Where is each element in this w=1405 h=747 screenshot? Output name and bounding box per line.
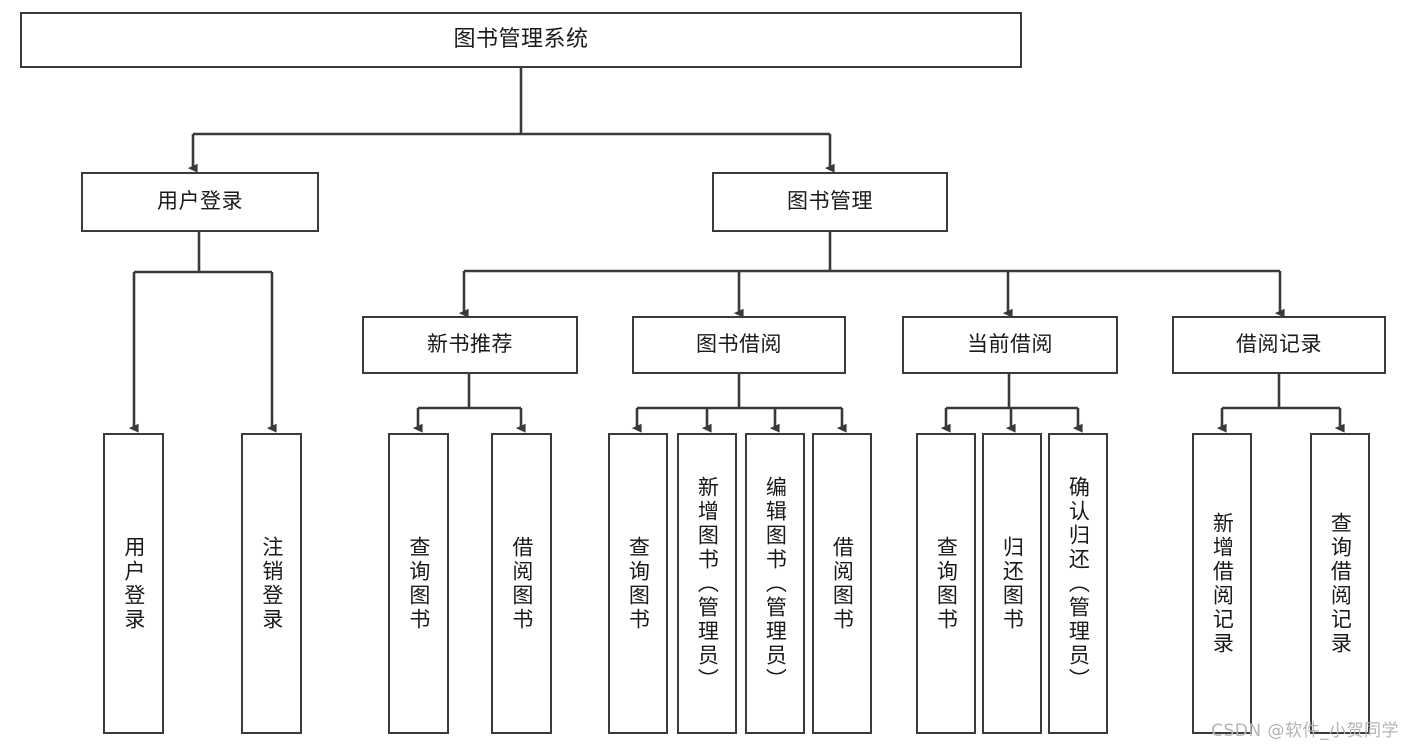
node-current-borrow-label: 当前借阅 bbox=[967, 332, 1053, 357]
node-leaf-borrow-book-1-label: 借阅图书 bbox=[509, 535, 534, 632]
node-borrow-record-label: 借阅记录 bbox=[1236, 332, 1322, 357]
node-leaf-query-book-3[interactable]: 查询图书 bbox=[916, 433, 976, 734]
node-leaf-borrow-book-2-label: 借阅图书 bbox=[830, 535, 855, 632]
node-leaf-add-record[interactable]: 新增借阅记录 bbox=[1192, 433, 1252, 734]
node-leaf-confirm-return-label: 确认归还（管理员） bbox=[1066, 475, 1091, 692]
node-new-book-recommend[interactable]: 新书推荐 bbox=[362, 316, 578, 374]
node-new-book-recommend-label: 新书推荐 bbox=[427, 332, 513, 357]
node-leaf-add-book[interactable]: 新增图书（管理员） bbox=[677, 433, 737, 734]
node-leaf-query-book-1-label: 查询图书 bbox=[406, 535, 431, 632]
node-leaf-user-login[interactable]: 用户登录 bbox=[103, 433, 164, 734]
node-leaf-return-book-label: 归还图书 bbox=[1000, 535, 1025, 632]
node-leaf-confirm-return[interactable]: 确认归还（管理员） bbox=[1048, 433, 1108, 734]
node-root[interactable]: 图书管理系统 bbox=[20, 12, 1022, 68]
node-book-borrow[interactable]: 图书借阅 bbox=[632, 316, 846, 374]
node-current-borrow[interactable]: 当前借阅 bbox=[902, 316, 1118, 374]
node-leaf-add-record-label: 新增借阅记录 bbox=[1210, 511, 1235, 656]
node-leaf-query-record-label: 查询借阅记录 bbox=[1328, 511, 1353, 656]
node-root-label: 图书管理系统 bbox=[453, 26, 589, 52]
node-leaf-user-login-label: 用户登录 bbox=[121, 535, 146, 632]
node-leaf-query-book-1[interactable]: 查询图书 bbox=[388, 433, 449, 734]
node-leaf-edit-book-label: 编辑图书（管理员） bbox=[763, 475, 788, 692]
node-user-login-label: 用户登录 bbox=[157, 189, 243, 214]
node-leaf-borrow-book-2[interactable]: 借阅图书 bbox=[812, 433, 872, 734]
node-leaf-add-book-label: 新增图书（管理员） bbox=[695, 475, 720, 692]
node-leaf-query-book-3-label: 查询图书 bbox=[934, 535, 959, 632]
node-leaf-query-book-2-label: 查询图书 bbox=[626, 535, 651, 632]
node-book-borrow-label: 图书借阅 bbox=[696, 332, 782, 357]
csdn-watermark: CSDN @软件_小贺同学 bbox=[1211, 721, 1399, 741]
node-leaf-query-book-2[interactable]: 查询图书 bbox=[608, 433, 668, 734]
node-leaf-borrow-book-1[interactable]: 借阅图书 bbox=[491, 433, 552, 734]
node-leaf-query-record[interactable]: 查询借阅记录 bbox=[1310, 433, 1370, 734]
node-leaf-logout-label: 注销登录 bbox=[259, 535, 284, 632]
node-book-manage-label: 图书管理 bbox=[787, 189, 873, 214]
node-borrow-record[interactable]: 借阅记录 bbox=[1172, 316, 1386, 374]
node-user-login[interactable]: 用户登录 bbox=[81, 172, 319, 232]
node-leaf-return-book[interactable]: 归还图书 bbox=[982, 433, 1042, 734]
node-book-manage[interactable]: 图书管理 bbox=[712, 172, 948, 232]
node-leaf-logout[interactable]: 注销登录 bbox=[241, 433, 302, 734]
node-leaf-edit-book[interactable]: 编辑图书（管理员） bbox=[745, 433, 805, 734]
